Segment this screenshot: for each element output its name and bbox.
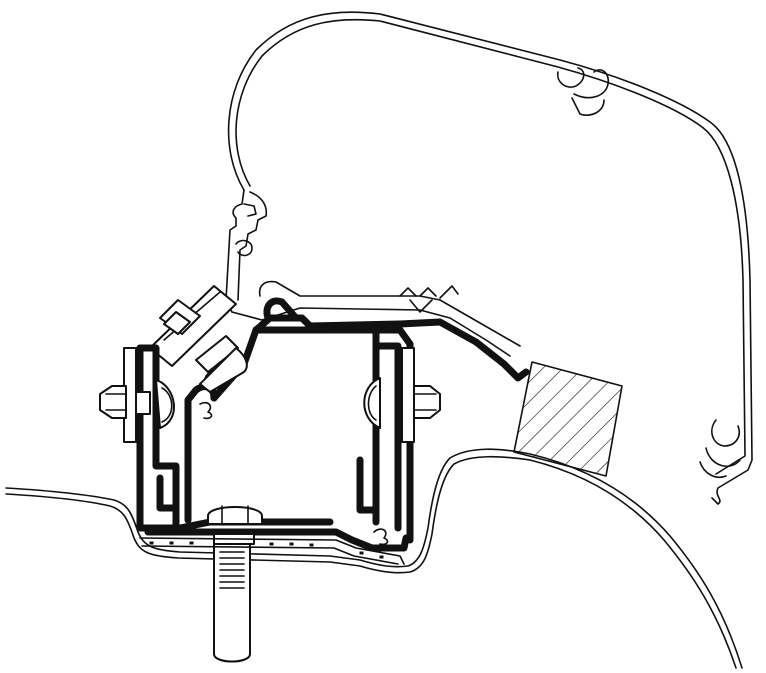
hatched-rubber-pad (513, 361, 623, 477)
left-clamp-assembly (99, 347, 175, 443)
base-bolt (207, 505, 263, 663)
awning-casing-profile (227, 11, 753, 505)
right-clamp-assembly (363, 347, 441, 443)
awning-hook-rail (225, 189, 521, 357)
inner-clips (156, 401, 389, 546)
inner-wedge (199, 347, 248, 393)
bolt-thread (219, 551, 245, 589)
base-seal-strip (139, 537, 405, 565)
vehicle-roof-panel (5, 448, 743, 669)
